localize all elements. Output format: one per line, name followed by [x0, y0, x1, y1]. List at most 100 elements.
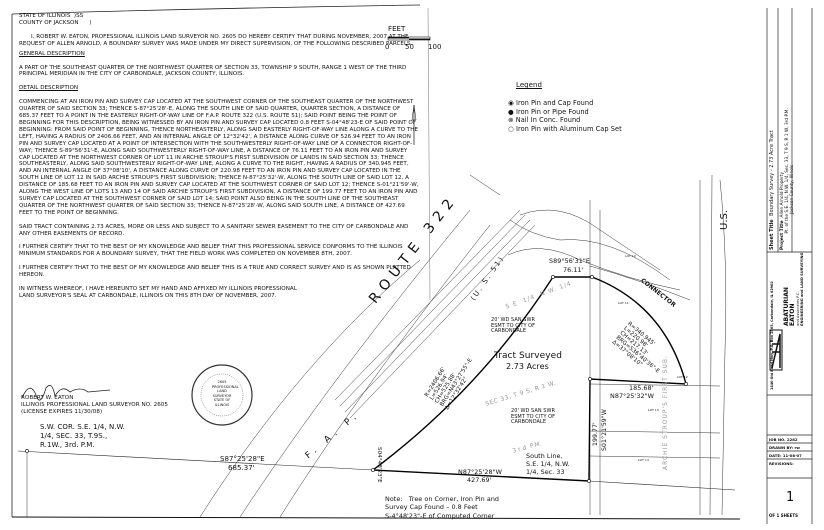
legend-item: Iron Pin and Cap Found — [515, 99, 594, 107]
sheet-number: 1 — [786, 490, 795, 505]
legend-item: Iron Pin or Pipe Found — [515, 107, 589, 116]
legend: ◉ Iron Pin and Cap Found ● Iron Pin or P… — [508, 99, 622, 133]
note-line: Note: Tree on Corner, Iron Pin and — [385, 495, 500, 503]
bottom-border — [11, 516, 741, 520]
iron-pin-cap-found-icon — [25, 449, 29, 453]
witness-bearing: S04°48'23"E — [376, 447, 382, 483]
easement-line: ESMT TO CITY OF — [491, 322, 536, 329]
west-distance: 199.77' — [592, 422, 599, 446]
drawn-by: DRAWN BY: rw — [769, 445, 800, 450]
seal-line: STATE OF — [213, 398, 231, 402]
note-line: S-4°48'23"-E of Computed Corner — [385, 511, 495, 520]
detail-heading: DETAIL DESCRIPTION — [19, 85, 79, 92]
legend-title: Legend — [516, 81, 543, 89]
date: DATE: 11-08-07 — [769, 453, 802, 458]
seal-line: SURVEYOR — [212, 393, 232, 398]
revisions: REVISIONS: — [769, 461, 794, 466]
lot12-bearing: N87°25'32"W — [610, 392, 654, 400]
scale-tick: 100 — [428, 43, 442, 51]
south-bearing: N87°25'28"W — [458, 468, 502, 476]
iron-pin-cap-found-icon — [590, 275, 594, 279]
sw-corner-label: S.W. COR. S.E. 1/4, N.W. 1/4, SEC. 33, T… — [40, 423, 125, 450]
surveyor-seal — [191, 364, 253, 426]
section-line — [427, 7, 431, 301]
iron-pin-cap-found-icon — [588, 377, 592, 381]
general-paragraph: A PART OF THE SOUTHEAST QUARTER OF THE N… — [19, 64, 407, 78]
firm-logo — [769, 329, 783, 371]
easement-label-south: 20' WD SAN SWR ESMT TO CITY OF CARBONDAL… — [511, 408, 556, 426]
south-line-label: South Line, S.E. 1/4, N.W. 1/4, Sec. 33 — [526, 452, 570, 476]
tract-title: Tract Surveyed — [494, 351, 562, 361]
project-title-block: Project Title Allen Arnold Property Pt. … — [780, 108, 796, 250]
iron-pin-cap-found-icon — [551, 275, 555, 279]
iron-pin-pipe-found-icon: ● — [508, 107, 516, 116]
sheet-title: Boundary Survey - 2.73 Acre Tract — [769, 130, 775, 216]
iron-pin-cap-found-icon — [587, 479, 591, 483]
scale-tick: 0 — [385, 43, 390, 51]
general-heading: GENERAL DESCRIPTION — [19, 50, 85, 57]
lot-label: LOT 10 — [625, 254, 636, 258]
nail-found-icon: ⊗ — [508, 116, 516, 125]
note-line: Survey Cap Found – 0.8 Feet — [385, 503, 478, 512]
sw-corner-line: S.W. COR. S.E. 1/4, N.W. — [40, 423, 125, 431]
route-right-of-way-lines — [199, 174, 727, 518]
further-certify-2: I FURTHER CERTIFY THAT TO THE BEST OF MY… — [19, 265, 411, 279]
iron-pin-aluminum-cap-set-icon: ○ — [508, 124, 516, 133]
seal-line: ILLINOIS — [214, 402, 230, 407]
seal-line: PROFESSIONAL — [212, 384, 239, 389]
further-certify-1: I FURTHER CERTIFY THAT TO THE BEST OF MY… — [19, 244, 403, 258]
south-distance: 427.69' — [467, 476, 492, 484]
scale-tick: 50 — [405, 43, 415, 51]
scale-bar — [387, 36, 431, 41]
easement-line: 20' WD SAN SWR — [511, 408, 556, 414]
west-bearing: S01°21'59"W — [601, 409, 608, 451]
seal-line: 2605 — [217, 380, 227, 384]
easement-line: 20' WD SAN SWR — [491, 317, 536, 323]
firm-line: EATON — [788, 303, 796, 327]
seal-line: LAND — [217, 389, 227, 393]
easement-line: CARBONDALE — [511, 419, 547, 426]
firm-line: ENGINEERING and LAND SURVEYING — [800, 252, 805, 326]
lot-label: LOT 12 — [677, 375, 688, 379]
north-distance: 76.11' — [563, 266, 584, 274]
detail-paragraph: COMMENCING AT AN IRON PIN AND SURVEY CAP… — [19, 99, 419, 216]
lot-label: LOT 14 — [638, 458, 649, 462]
certificate-block: STATE OF ILLINOIS )SS COUNTY OF JACKSON … — [19, 13, 419, 300]
signature — [21, 384, 111, 401]
firm-address: 1440 Old Road Hwy, P.O. Box 2565, Carbon… — [770, 281, 774, 390]
archie-stroup-label: ARCHIE STROUP'S FIRST SUB. — [662, 355, 669, 470]
sw-corner-line: R.1W., 3rd. P.M. — [40, 441, 95, 449]
firm-details: and Associates P.C.ENGINEERING and LAND … — [796, 252, 805, 326]
sheet-title-row: Sheet Title Boundary Survey - 2.73 Acre … — [769, 130, 775, 250]
legend-item: Nail In Conc. Found — [515, 116, 581, 125]
sw-corner-line: 1/4, SEC. 33, T.9S., — [40, 432, 108, 440]
job-number: JOB NO. 2282 — [769, 437, 798, 442]
commence-bearing: S87°25'28"E — [220, 455, 265, 463]
commence-distance: 685.37' — [228, 464, 255, 472]
project-line: Jackson County, Illinois — [790, 164, 796, 215]
county-line: COUNTY OF JACKSON ) — [19, 19, 92, 26]
south-line-text: S.E. 1/4, N.W. — [526, 460, 570, 468]
signer-name: ROBERT W. EATON — [21, 395, 74, 401]
north-bearing: S89°56'31"E — [549, 257, 590, 265]
title-block-frame — [766, 8, 813, 524]
corner-note: Note: Tree on Corner, Iron Pin and Surve… — [385, 495, 499, 520]
south-line-text: 1/4, Sec. 33 — [526, 468, 565, 476]
boundary-monuments — [25, 275, 688, 483]
state-line: STATE OF ILLINOIS )SS — [19, 13, 84, 19]
us-label-right: U.S. — [719, 209, 730, 230]
intro-paragraph: I, ROBERT W. EATON, PROFESSIONAL ILLINOI… — [19, 33, 413, 47]
iron-pin-cap-found-icon — [684, 382, 688, 386]
witness-paragraph: IN WITNESS WHEREOF, I HAVE HEREUNTO SET … — [19, 286, 297, 299]
sheet-title-label: Sheet Title — [769, 219, 775, 250]
north-arrow-icon — [411, 104, 417, 145]
seal-inner-text: 2605 PROFESSIONAL LAND SURVEYOR STATE OF… — [212, 380, 239, 407]
iron-pin-cap-found-icon — [371, 468, 375, 472]
top-border — [11, 4, 421, 15]
firm-line: and Associates P.C. — [796, 291, 800, 326]
acreage-paragraph: SAID TRACT CONTAINING 2.73 ACRES, MORE O… — [19, 223, 409, 237]
lot12-distance: 185.68' — [629, 384, 654, 392]
tract-acres: 2.73 Acres — [506, 362, 549, 371]
